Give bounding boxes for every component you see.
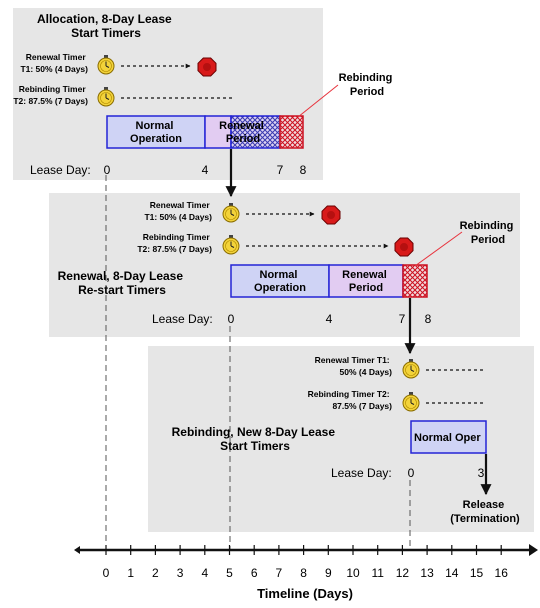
- timeline-tick-label: 8: [300, 566, 307, 580]
- timeline-tick-label: 0: [103, 566, 110, 580]
- stopwatch-icon: [402, 392, 420, 412]
- timeline-tick-label: 6: [251, 566, 258, 580]
- panel3-lease-tick: 3: [478, 466, 485, 480]
- panel2-lease-tick: 7: [399, 312, 406, 326]
- panel1-normal-operation-label: Normal Operation: [130, 120, 182, 145]
- timeline-axis-tail: [74, 546, 80, 554]
- panel2-normal-operation-label: Normal Operation: [254, 269, 306, 294]
- panel-allocation: [13, 8, 323, 180]
- panel1-renewal-period-label: Renewal Period: [219, 120, 267, 145]
- panel1-rebinding-connector: [297, 84, 339, 118]
- panel1-lease-tick: 4: [202, 163, 209, 177]
- panel3-renewal-timer-label: Renewal Timer T1: 50% (4 Days): [315, 355, 392, 377]
- panel2-normal-operation-bar: [230, 264, 330, 298]
- timeline-tick-label: 13: [420, 566, 434, 580]
- stop-sign-icon: [394, 237, 414, 257]
- stopwatch-icon: [97, 55, 115, 75]
- panel2-lease-tick: 0: [228, 312, 235, 326]
- panel2-title: Renewal, 8-Day Lease Re-start Timers: [58, 269, 187, 297]
- timeline-tick-label: 15: [470, 566, 484, 580]
- timeline-tick-label: 16: [495, 566, 509, 580]
- panel3-normal-operation-label: Normal Oper: [414, 432, 481, 444]
- panel3-normal-operation-bar: [410, 420, 487, 454]
- panel2-lease-tick: 4: [326, 312, 333, 326]
- stopwatch-icon: [222, 203, 240, 223]
- panel3-rebinding-timer-label: Rebinding Timer T2: 87.5% (7 Days): [308, 389, 393, 411]
- timeline-tick-label: 12: [396, 566, 410, 580]
- panel1-rebinding-timer-label: Rebinding Timer T2: 87.5% (7 Days): [13, 84, 88, 106]
- stop-sign-icon: [197, 57, 217, 77]
- panel1-rebinding-period-label: Rebinding Period: [339, 72, 396, 98]
- timeline-tick-label: 4: [201, 566, 208, 580]
- panel1-normal-operation-bar: [106, 115, 206, 149]
- timeline-tick-label: 5: [226, 566, 233, 580]
- timeline-tick-label: 9: [325, 566, 332, 580]
- timeline-tick-label: 3: [177, 566, 184, 580]
- panel3-title: Rebinding, New 8-Day Lease Start Timers: [172, 425, 339, 453]
- timeline-tick-label: 14: [445, 566, 459, 580]
- panel1-lease-tick: 8: [300, 163, 307, 177]
- timeline-tick-label: 1: [127, 566, 134, 580]
- stopwatch-icon: [402, 359, 420, 379]
- panel2-rebinding-period-bar: [402, 264, 428, 298]
- panel1-renewal-period-bar-hatched: [230, 115, 281, 149]
- panel2-rebinding-connector: [414, 231, 463, 267]
- stop-sign-icon: [321, 205, 341, 225]
- stopwatch-icon: [97, 87, 115, 107]
- panel1-lease-tick: 0: [104, 163, 111, 177]
- timeline-axis-arrowhead: [529, 544, 538, 556]
- panel2-renewal-period-bar: [328, 264, 404, 298]
- stopwatch-icon: [222, 235, 240, 255]
- panel1-rebinding-period-bar: [279, 115, 304, 149]
- panel2-renewal-period-label: Renewal Period: [342, 269, 390, 294]
- timeline-tick-label: 11: [371, 566, 384, 580]
- panel3-lease-day-label: Lease Day:: [331, 466, 392, 480]
- panel1-lease-day-label: Lease Day:: [30, 163, 91, 177]
- panel2-rebinding-timer-label: Rebinding Timer T2: 87.5% (7 Days): [137, 232, 212, 254]
- timeline-label: Timeline (Days): [257, 586, 353, 601]
- panel2-lease-tick: 8: [425, 312, 432, 326]
- timeline-tick-label: 2: [152, 566, 159, 580]
- timeline-tick-label: 7: [276, 566, 283, 580]
- panel3-lease-tick: 0: [408, 466, 415, 480]
- panel1-title: Allocation, 8-Day Lease Start Timers: [37, 12, 175, 40]
- release-label: Release (Termination): [450, 499, 520, 525]
- panel1-lease-tick: 7: [277, 163, 284, 177]
- timeline-tick-label: 10: [346, 566, 360, 580]
- panel2-rebinding-period-label: Rebinding Period: [460, 220, 517, 246]
- panel2-lease-day-label: Lease Day:: [152, 312, 213, 326]
- panel1-renewal-timer-label: Renewal Timer T1: 50% (4 Days): [20, 52, 88, 74]
- panel2-renewal-timer-label: Renewal Timer T1: 50% (4 Days): [144, 200, 212, 222]
